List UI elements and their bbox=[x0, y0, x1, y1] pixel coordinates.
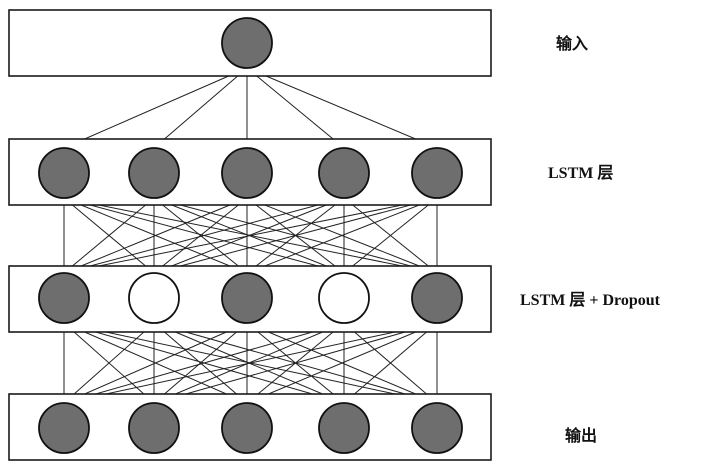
edge-l2-n3-to-n0 bbox=[63, 322, 345, 404]
layer-output-label: 输出 bbox=[565, 426, 597, 445]
edge-l2-n4-to-n3 bbox=[343, 322, 438, 404]
edge-l0-n0-to-n0 bbox=[63, 67, 248, 149]
edge-l0-n0-to-n1 bbox=[153, 67, 248, 149]
edge-l1-n3-to-n0 bbox=[63, 197, 345, 274]
neuron-l0-n0 bbox=[221, 17, 273, 69]
edge-l2-n4-to-n2 bbox=[246, 322, 438, 404]
layer-output: 输出 bbox=[8, 393, 597, 461]
edge-l2-n2-to-n1 bbox=[153, 322, 248, 404]
neuron-l1-n1 bbox=[128, 147, 180, 199]
edge-l2-n4-to-n0 bbox=[63, 322, 438, 404]
neuron-l3-n2 bbox=[221, 402, 273, 454]
edge-l2-n1-to-n0 bbox=[63, 322, 155, 404]
edge-l0-n0-to-n4 bbox=[246, 67, 438, 149]
edge-l1-n2-to-n1 bbox=[153, 197, 248, 274]
layer-lstm-dropout-label: LSTM 层 + Dropout bbox=[520, 291, 661, 309]
edge-l1-n1-to-n0 bbox=[63, 197, 155, 274]
neuron-l1-n2 bbox=[221, 147, 273, 199]
edge-l1-n2-to-n0 bbox=[63, 197, 248, 274]
layer-lstm-label: LSTM 层 bbox=[548, 164, 613, 182]
layer-lstm: LSTM 层 bbox=[8, 138, 613, 206]
neuron-l1-n4 bbox=[411, 147, 463, 199]
neuron-l3-n4 bbox=[411, 402, 463, 454]
edge-l0-n0-to-n3 bbox=[246, 67, 345, 149]
neuron-l2-n2 bbox=[221, 272, 273, 324]
neuron-l1-n0 bbox=[38, 147, 90, 199]
neuron-l2-n4 bbox=[411, 272, 463, 324]
neuron-l1-n3 bbox=[318, 147, 370, 199]
layer-input: 输入 bbox=[8, 9, 588, 77]
layer-input-label: 输入 bbox=[556, 34, 588, 53]
neuron-l3-n0 bbox=[38, 402, 90, 454]
edge-l2-n4-to-n1 bbox=[153, 322, 438, 404]
dropped-neuron-l2-n1 bbox=[128, 272, 180, 324]
edge-l1-n4-to-n3 bbox=[343, 197, 438, 274]
edge-l2-n2-to-n0 bbox=[63, 322, 248, 404]
neurons bbox=[38, 17, 463, 454]
dropped-neuron-l2-n3 bbox=[318, 272, 370, 324]
neuron-l3-n1 bbox=[128, 402, 180, 454]
edge-l1-n4-to-n2 bbox=[246, 197, 438, 274]
neuron-l2-n0 bbox=[38, 272, 90, 324]
connection-edges bbox=[63, 67, 438, 404]
neuron-l3-n3 bbox=[318, 402, 370, 454]
edge-l1-n4-to-n1 bbox=[153, 197, 438, 274]
edge-l1-n4-to-n0 bbox=[63, 197, 438, 274]
